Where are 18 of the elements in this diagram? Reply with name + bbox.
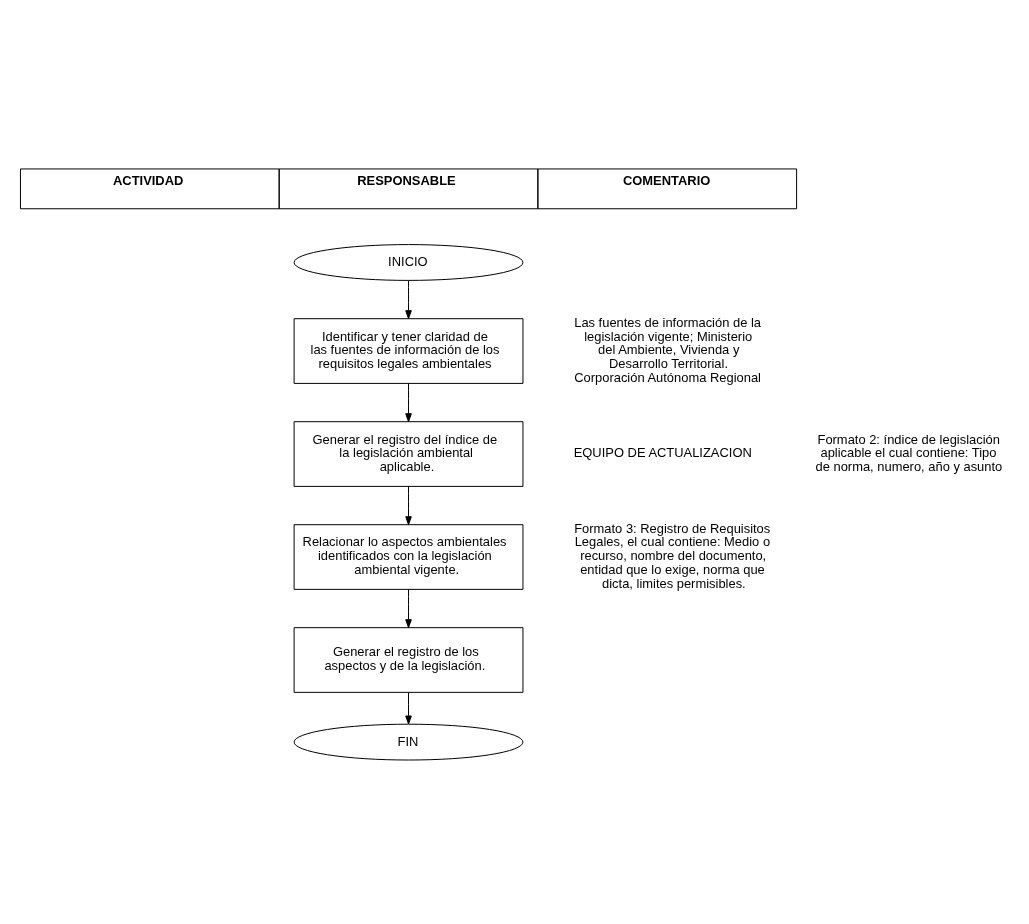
- arrow: [405, 691, 412, 724]
- label: ACTIVIDAD: [113, 172, 184, 188]
- node-ellipse: FIN: [293, 723, 524, 760]
- arrow: [405, 588, 412, 628]
- node-box: Relacionar lo aspectos ambientales identificados con la legislación ambiental vigente.: [293, 523, 524, 590]
- arrow: [405, 485, 412, 525]
- label: Formato 3: Registro de Requisitos Legales, el cual contiene: Medio o recurso, nombre del documento, entidad que lo exige, norma que dicta, limites permisibles.: [574, 520, 771, 591]
- label: EQUIPO DE ACTUALIZACION: [573, 444, 752, 460]
- label: COMENTARIO: [622, 172, 711, 188]
- label: Las fuentes de información de la legislación vigente; Ministerio del Ambiente, Vivienda y Desarrollo Territorial. Corporación Autónoma Regional: [574, 314, 761, 385]
- arrow: [405, 382, 412, 422]
- node-box: Identificar y tener claridad de las fuentes de información de los requisitos legales ambientales: [293, 317, 524, 384]
- node-box: Generar el registro de los aspectos y de la legislación.: [293, 626, 524, 693]
- label: Formato 2: índice de legislación aplicable el cual contiene: Tipo de norma, numero, año y asunto: [815, 430, 1003, 474]
- node-box: Generar el registro del índice de la legislación ambiental aplicable.: [293, 420, 524, 487]
- node-ellipse: INICIO: [293, 243, 524, 281]
- label: RESPONSABLE: [357, 172, 456, 188]
- arrow: [405, 279, 412, 319]
